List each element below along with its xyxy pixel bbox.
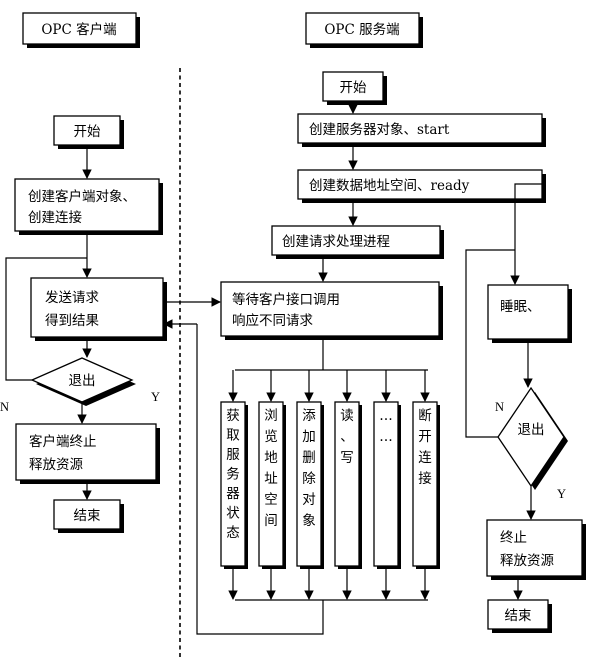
server-create-process-node: 创建请求处理进程: [271, 225, 444, 259]
handler-column-1: 获取服务器状态: [220, 401, 248, 569]
server-sleep-node: 睡眠、: [487, 284, 572, 343]
client-end-node: 结束: [53, 499, 124, 533]
handler-column-label: 读、写: [340, 408, 354, 466]
svg-text:等待客户接口调用: 等待客户接口调用: [232, 291, 340, 308]
svg-text:客户端终止: 客户端终止: [29, 433, 97, 450]
handler-column-label: 断开连接: [418, 408, 432, 487]
handler-column-label: ……: [379, 408, 393, 445]
handler-columns: 获取服务器状态 浏览地址空间 添加删除对象 读、写 …… 断开连接: [220, 370, 440, 600]
handler-column-5: ……: [373, 401, 401, 569]
handler-column-6: 断开连接: [412, 401, 440, 569]
server-exit-decision: 退出: [497, 386, 568, 490]
client-terminate-node: 客户端终止 释放资源: [15, 423, 160, 484]
svg-text:得到结果: 得到结果: [45, 312, 99, 329]
client-create-node: 创建客户端对象、 创建连接: [14, 178, 163, 235]
handler-column-4: 读、写: [334, 401, 362, 569]
server-label-y: Y: [557, 487, 566, 501]
handler-column-2: 浏览地址空间: [258, 401, 286, 569]
client-label-y: Y: [151, 390, 160, 404]
svg-text:创建连接: 创建连接: [28, 209, 82, 226]
svg-text:终止: 终止: [500, 530, 527, 546]
svg-text:创建数据地址空间、ready: 创建数据地址空间、ready: [309, 178, 470, 194]
svg-text:退出: 退出: [518, 422, 545, 438]
server-end-node: 结束: [487, 599, 552, 633]
client-label-n: N: [0, 400, 9, 414]
server-create-address-space-node: 创建数据地址空间、ready: [297, 169, 546, 203]
client-header: OPC 客户端: [22, 12, 140, 48]
svg-text:OPC 客户端: OPC 客户端: [41, 21, 116, 38]
svg-text:开始: 开始: [74, 124, 101, 140]
handler-column-3: 添加删除对象: [296, 401, 324, 569]
server-start-node: 开始: [322, 71, 387, 105]
svg-text:结束: 结束: [74, 508, 101, 524]
svg-text:释放资源: 释放资源: [500, 553, 554, 569]
handler-column-label: 浏览地址空间: [264, 408, 278, 529]
client-start-node: 开始: [53, 115, 124, 149]
svg-text:发送请求: 发送请求: [45, 290, 99, 306]
client-exit-decision: 退出: [30, 357, 136, 406]
server-header: OPC 服务端: [305, 12, 423, 48]
server-label-n: N: [495, 400, 504, 414]
svg-text:OPC 服务端: OPC 服务端: [324, 22, 399, 38]
svg-text:创建请求处理进程: 创建请求处理进程: [282, 234, 390, 250]
svg-text:退出: 退出: [69, 373, 96, 389]
svg-text:睡眠、: 睡眠、: [500, 299, 541, 315]
svg-text:创建客户端对象、: 创建客户端对象、: [28, 188, 136, 205]
client-send-request-node: 发送请求 得到结果: [30, 277, 167, 341]
server-terminate-node: 终止 释放资源: [486, 519, 586, 580]
handler-column-label: 添加删除对象: [302, 408, 316, 529]
svg-text:开始: 开始: [340, 80, 367, 96]
svg-text:结束: 结束: [505, 608, 533, 624]
svg-text:创建服务器对象、start: 创建服务器对象、start: [309, 122, 450, 138]
server-wait-node: 等待客户接口调用 响应不同请求: [220, 281, 443, 340]
handler-column-label: 获取服务器状态: [226, 408, 240, 541]
server-create-server-node: 创建服务器对象、start: [297, 113, 546, 147]
svg-text:响应不同请求: 响应不同请求: [232, 312, 313, 329]
svg-text:释放资源: 释放资源: [29, 457, 83, 473]
